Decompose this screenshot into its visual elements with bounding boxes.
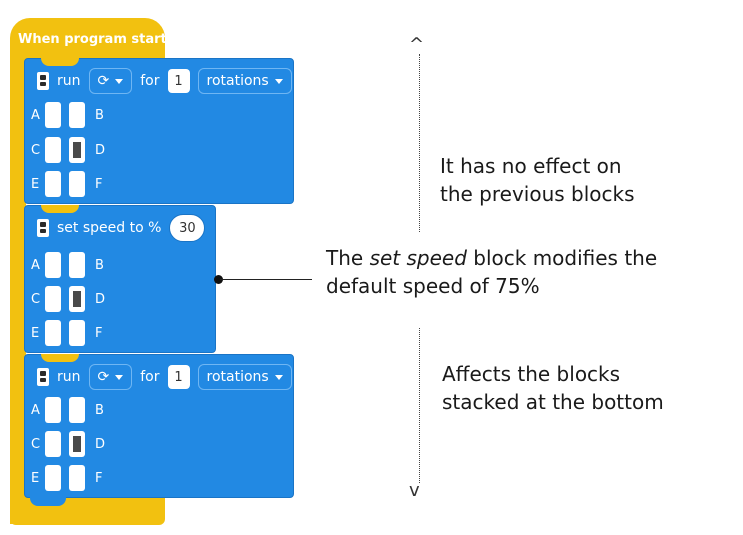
set-speed-block[interactable]: set speed to % 30 A B C D E F (24, 205, 216, 353)
port-row-ef: E F (31, 320, 102, 346)
pointer-dot (214, 275, 223, 284)
port-label-left: A (31, 107, 40, 123)
port-label-right: D (95, 291, 106, 307)
port-row-ab: A B (31, 102, 104, 128)
block-notch (41, 354, 79, 362)
port-label-left: A (31, 402, 40, 418)
port-label-left: E (31, 176, 40, 192)
port-row-ab: A B (31, 397, 104, 423)
unit-dropdown[interactable]: rotations (197, 68, 292, 94)
dotted-guide-top (419, 54, 420, 232)
top-note: It has no effect on the previous blocks (440, 154, 635, 206)
chevron-down-icon (115, 374, 124, 380)
port-label-left: E (31, 325, 40, 341)
port-label-left: C (31, 436, 41, 452)
block-notch (41, 58, 79, 66)
port-f-toggle[interactable] (69, 171, 85, 197)
port-label-right: B (95, 107, 104, 123)
port-label-right: F (95, 470, 103, 486)
unit-dropdown[interactable]: rotations (197, 364, 292, 390)
port-f-toggle[interactable] (69, 320, 85, 346)
direction-dropdown[interactable]: ⟳ (88, 364, 133, 390)
event-hat-block[interactable] (10, 18, 165, 60)
port-row-ef: E F (31, 465, 102, 491)
run-label: run (57, 73, 81, 89)
port-row-ef: E F (31, 171, 102, 197)
block-title-row: run ⟳ for 1 rotations (37, 363, 292, 391)
rotations-amount-input[interactable]: 1 (167, 69, 190, 93)
direction-dropdown[interactable]: ⟳ (88, 68, 133, 94)
port-d-toggle[interactable] (69, 137, 85, 163)
port-c-toggle[interactable] (45, 431, 61, 457)
clockwise-arrow-icon: ⟳ (97, 369, 110, 385)
port-label-left: A (31, 257, 40, 273)
port-a-toggle[interactable] (45, 252, 61, 278)
chevron-down-icon (274, 78, 283, 84)
pointer-line (220, 279, 312, 280)
middle-note: The set speed block modifies the default… (326, 246, 658, 298)
block-bottom-notch (30, 496, 66, 506)
run-label: run (57, 369, 81, 385)
set-speed-label: set speed to % (57, 220, 162, 236)
dotted-guide-bottom (419, 328, 420, 483)
run-motor-block-2[interactable]: run ⟳ for 1 rotations A B C D E F (24, 354, 294, 498)
unit-label: rotations (206, 369, 269, 385)
port-label-left: C (31, 291, 41, 307)
port-label-right: B (95, 257, 104, 273)
port-c-toggle[interactable] (45, 286, 61, 312)
port-row-cd: C D (31, 431, 105, 457)
port-d-toggle[interactable] (69, 286, 85, 312)
for-label: for (140, 369, 160, 385)
run-motor-block-1[interactable]: run ⟳ for 1 rotations A B C D E F (24, 58, 294, 204)
port-e-toggle[interactable] (45, 320, 61, 346)
down-arrow-icon: v (409, 480, 420, 501)
speed-value-input[interactable]: 30 (169, 214, 206, 242)
port-e-toggle[interactable] (45, 465, 61, 491)
for-label: for (140, 73, 160, 89)
unit-label: rotations (206, 73, 269, 89)
event-block-spine (10, 58, 26, 524)
block-title-row: run ⟳ for 1 rotations (37, 67, 292, 95)
chevron-down-icon (115, 78, 124, 84)
motor-icon (37, 219, 49, 237)
port-b-toggle[interactable] (69, 252, 85, 278)
chevron-down-icon (274, 374, 283, 380)
hat-block-label: When program starts (18, 32, 175, 47)
motor-icon (37, 72, 49, 90)
port-c-toggle[interactable] (45, 137, 61, 163)
port-e-toggle[interactable] (45, 171, 61, 197)
port-row-ab: A B (31, 252, 104, 278)
rotations-amount-input[interactable]: 1 (167, 365, 190, 389)
port-d-toggle[interactable] (69, 431, 85, 457)
clockwise-arrow-icon: ⟳ (97, 73, 110, 89)
motor-icon (37, 368, 49, 386)
port-row-cd: C D (31, 137, 105, 163)
block-notch (41, 205, 79, 213)
port-f-toggle[interactable] (69, 465, 85, 491)
port-a-toggle[interactable] (45, 102, 61, 128)
port-label-left: E (31, 470, 40, 486)
port-label-right: F (95, 325, 103, 341)
bottom-note: Affects the blocks stacked at the bottom (442, 362, 664, 414)
port-b-toggle[interactable] (69, 397, 85, 423)
port-b-toggle[interactable] (69, 102, 85, 128)
up-arrow-icon: ^ (409, 34, 425, 55)
port-label-right: D (95, 142, 106, 158)
port-label-left: C (31, 142, 41, 158)
port-row-cd: C D (31, 286, 105, 312)
port-label-right: D (95, 436, 106, 452)
port-a-toggle[interactable] (45, 397, 61, 423)
port-label-right: B (95, 402, 104, 418)
block-title-row: set speed to % 30 (37, 214, 206, 242)
port-label-right: F (95, 176, 103, 192)
